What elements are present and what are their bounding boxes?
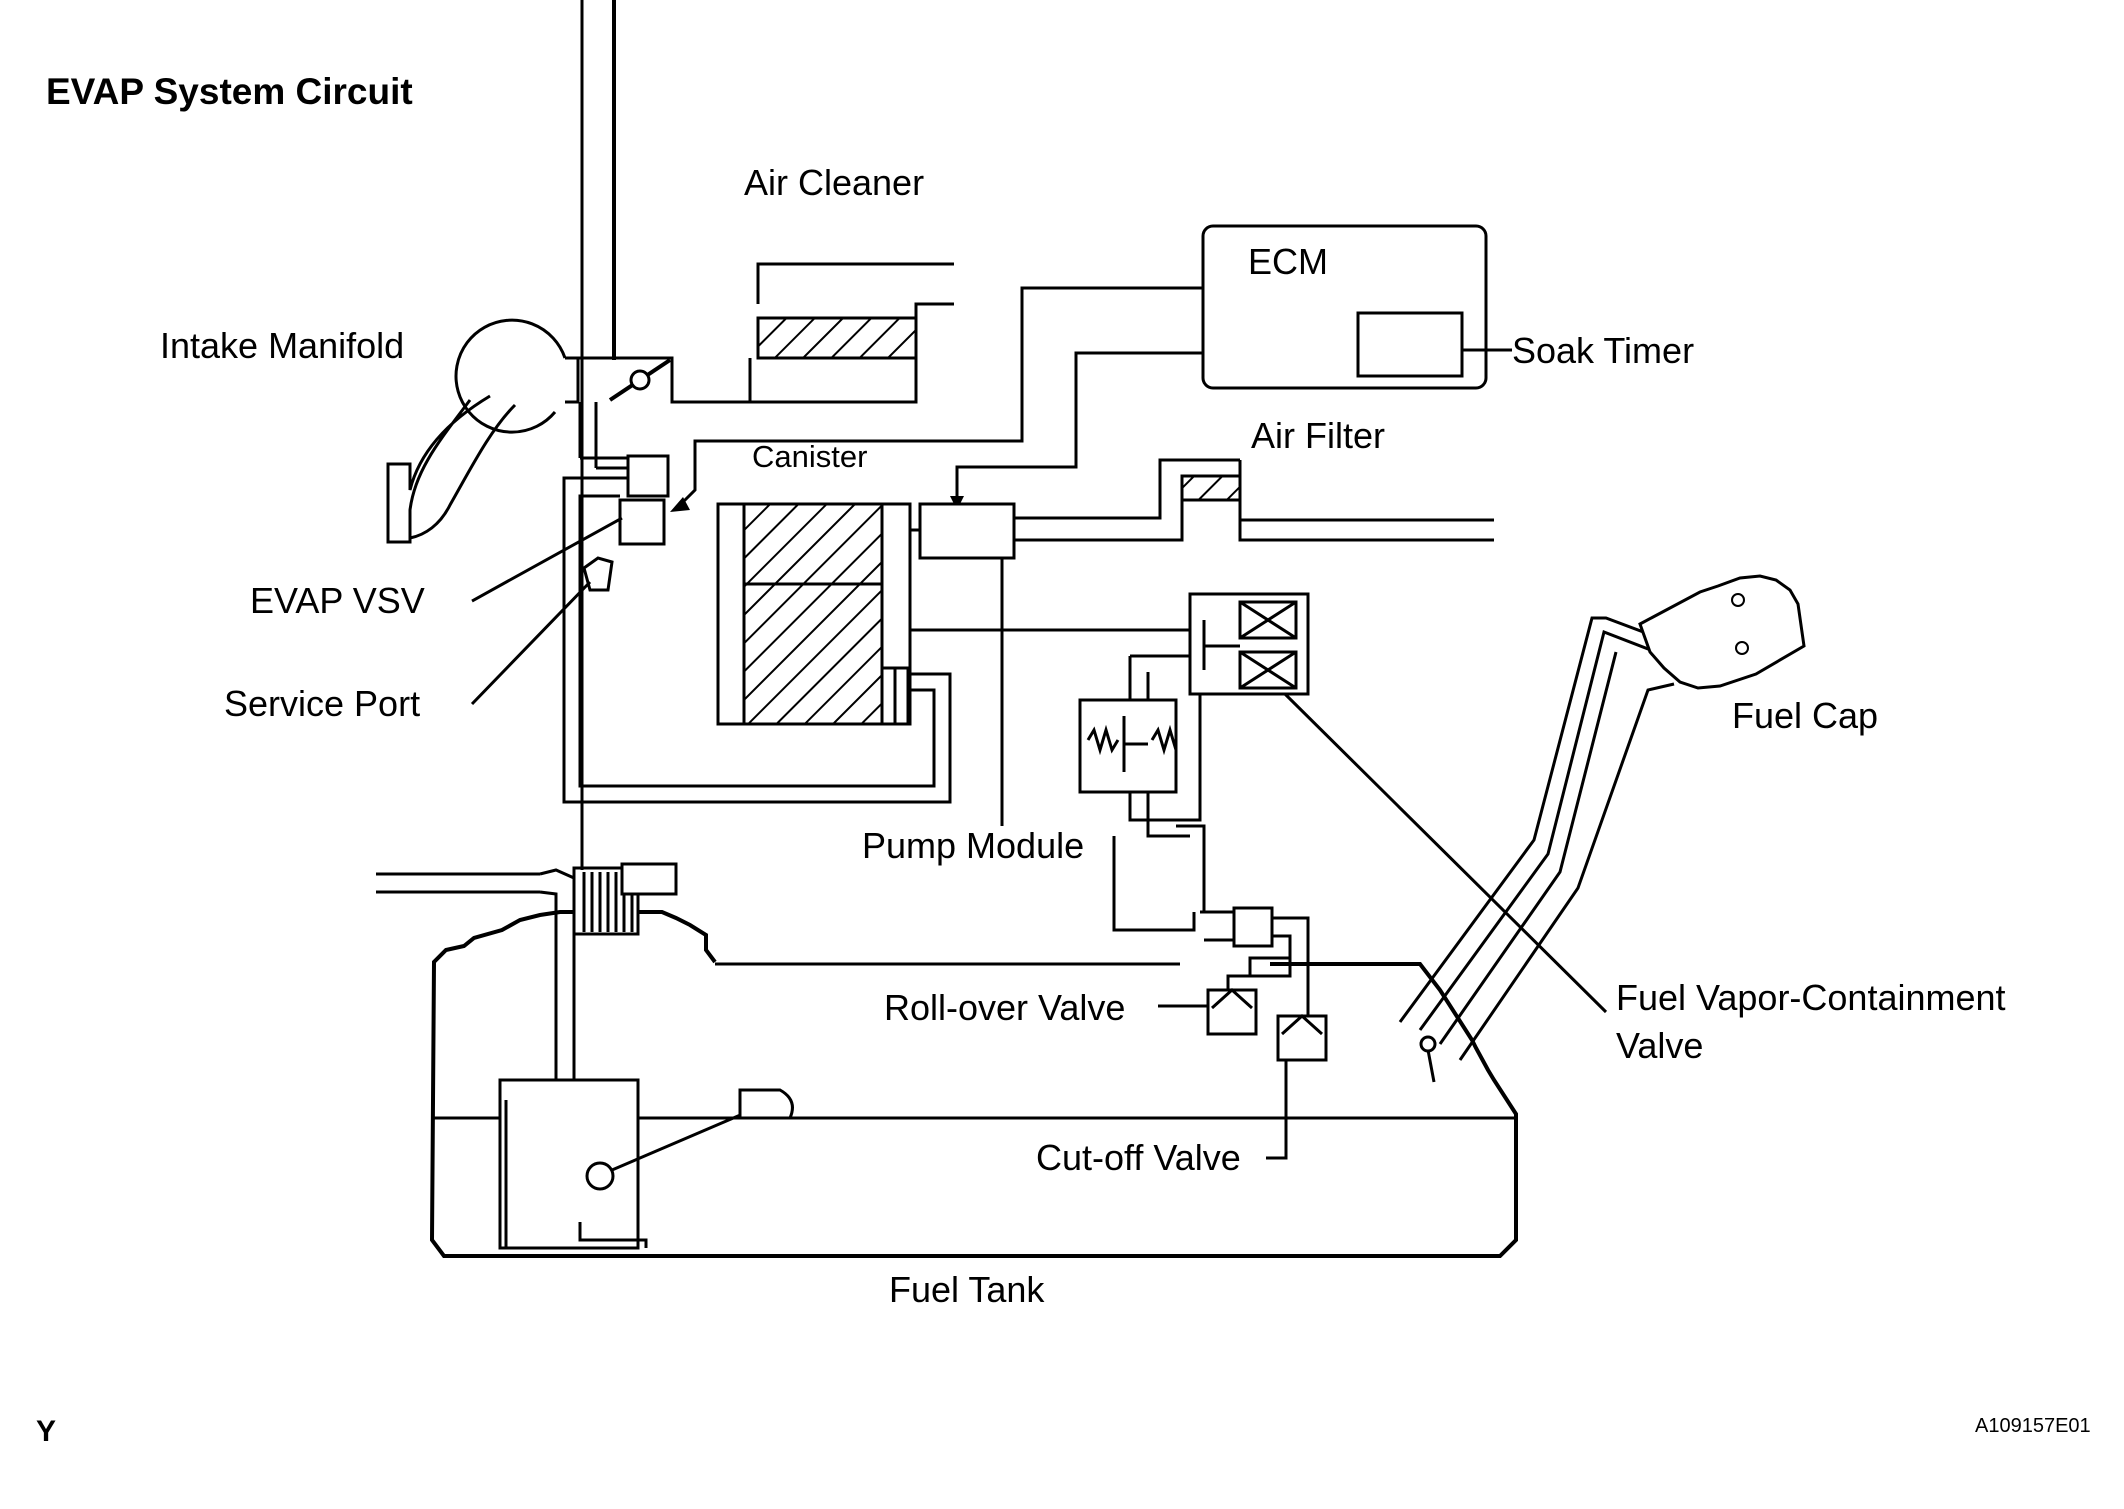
cut-off-valve	[1276, 1014, 1328, 1062]
fuel-vapor-label-line1: Fuel Vapor-Containment	[1616, 977, 2006, 1018]
air-cleaner-label: Air Cleaner	[744, 162, 924, 203]
purge-lines	[562, 476, 952, 804]
corner-mark: Y	[36, 1415, 56, 1448]
evap-vsv-leader	[471, 516, 623, 603]
roll-over-valve	[1206, 988, 1258, 1036]
tank-valves	[1200, 906, 1328, 1062]
fuel-tank-label: Fuel Tank	[889, 1269, 1045, 1310]
ecm-signal-lines	[670, 286, 1203, 512]
fuel-vapor-leader	[1283, 692, 1608, 1014]
service-port-leader	[470, 580, 592, 706]
ecm-label: ECM	[1248, 241, 1328, 282]
cut-off-valve-label: Cut-off Valve	[1036, 1137, 1241, 1178]
air-cleaner	[565, 262, 954, 404]
evap-vsv	[578, 402, 670, 546]
pump-module-label: Pump Module	[862, 825, 1084, 866]
air-filter-label: Air Filter	[1251, 415, 1385, 456]
service-port-label: Service Port	[224, 683, 420, 724]
pressure-switch	[1078, 594, 1206, 932]
ecm-unit: ECM	[1201, 224, 1512, 390]
soak-timer-box	[1356, 311, 1464, 378]
fuel-cap-label: Fuel Cap	[1732, 695, 1878, 736]
intake-manifold	[386, 0, 672, 544]
evap-vsv-label: EVAP VSV	[250, 580, 425, 621]
roll-over-valve-label: Roll-over Valve	[884, 987, 1125, 1028]
filler-neck	[1398, 616, 1675, 1083]
intake-manifold-label: Intake Manifold	[160, 325, 404, 366]
fuel-cap	[1638, 574, 1806, 690]
fuel-vapor-label-line2: Valve	[1616, 1025, 1703, 1066]
switching-valve	[1188, 592, 1310, 696]
pump-module	[910, 458, 1494, 826]
canister-label: Canister	[752, 439, 867, 474]
fuel-tank	[376, 0, 1518, 1258]
figure-code: A109157E01	[1975, 1415, 2091, 1437]
canister	[716, 502, 912, 726]
service-port	[582, 556, 614, 592]
diagram-title: EVAP System Circuit	[46, 71, 413, 112]
soak-timer-label: Soak Timer	[1512, 330, 1694, 371]
